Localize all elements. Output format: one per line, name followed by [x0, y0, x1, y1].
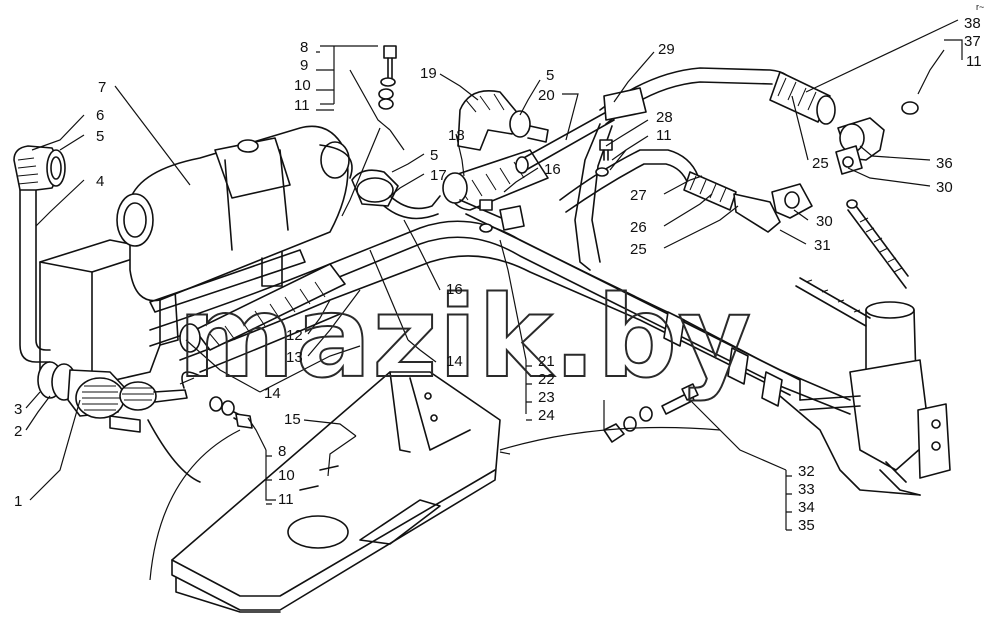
callout-11: 11 — [294, 97, 310, 114]
callout-labels: 1 2 3 4 5 6 7 8 9 10 11 19 5 20 29 38 37… — [14, 2, 984, 534]
leader-lines — [25, 19, 963, 530]
bolt-set — [603, 383, 699, 443]
parts-drawing — [13, 45, 951, 613]
fan-motor — [37, 361, 188, 433]
heater-box — [39, 239, 179, 389]
callout-33: 33 — [798, 481, 815, 498]
callout-14: 14 — [446, 353, 463, 370]
callout-15: 15 — [284, 411, 301, 428]
long-lines — [519, 239, 921, 496]
bracket-15 — [171, 371, 501, 613]
callout-31: 31 — [814, 237, 831, 254]
callout-10: 10 — [294, 77, 311, 94]
callout-35: 35 — [798, 517, 815, 534]
callout-10-b: 10 — [278, 467, 295, 484]
callout-30: 30 — [936, 179, 953, 196]
callout-38: 38 — [964, 15, 981, 32]
callout-21: 21 — [538, 353, 555, 370]
callout-19: 19 — [420, 65, 437, 82]
callout-25: 25 — [812, 155, 829, 172]
callout-17: 17 — [430, 167, 447, 184]
callout-6: 6 — [96, 107, 104, 124]
corner-mark: r~ — [976, 2, 984, 12]
callout-11-d: 11 — [278, 491, 294, 508]
bolt-top — [378, 45, 397, 110]
callout-11-c: 11 — [656, 127, 672, 144]
callout-30-b: 30 — [816, 213, 833, 230]
fuel-filter — [795, 277, 951, 496]
callout-24: 24 — [538, 407, 555, 424]
fuel-line — [846, 199, 909, 289]
callout-36: 36 — [936, 155, 953, 172]
left-pipe — [13, 145, 66, 363]
callout-5-b: 5 — [546, 67, 554, 84]
callout-brackets — [266, 51, 792, 531]
callout-13: 13 — [286, 349, 303, 366]
callout-3: 3 — [14, 401, 22, 418]
cab-floor-arc — [147, 371, 721, 581]
callout-34: 34 — [798, 499, 815, 516]
hose-19 — [457, 90, 615, 174]
callout-16: 16 — [544, 161, 561, 178]
callout-29: 29 — [658, 41, 675, 58]
bolt-bottom — [209, 396, 253, 429]
hose-bundle — [149, 220, 851, 415]
callout-25-b: 25 — [630, 241, 647, 258]
callout-8-b: 8 — [278, 443, 286, 460]
heater-cylinder — [116, 125, 353, 313]
small-bolts — [479, 139, 613, 233]
callout-22: 22 — [538, 371, 555, 388]
callout-4: 4 — [96, 173, 104, 190]
callout-18: 18 — [448, 127, 465, 144]
callout-16-b: 16 — [446, 281, 463, 298]
callout-5-c: 5 — [430, 147, 438, 164]
callout-23: 23 — [538, 389, 555, 406]
callout-20: 20 — [538, 87, 555, 104]
callout-27: 27 — [630, 187, 647, 204]
callout-11-b: 11 — [966, 53, 982, 70]
flange-36 — [835, 101, 919, 175]
callout-7: 7 — [98, 79, 106, 96]
callout-37: 37 — [964, 33, 981, 50]
callout-26: 26 — [630, 219, 647, 236]
callout-9: 9 — [300, 57, 308, 74]
callout-32: 32 — [798, 463, 815, 480]
callout-1: 1 — [14, 493, 22, 510]
callout-8: 8 — [300, 39, 308, 56]
callout-5: 5 — [96, 128, 104, 145]
pipe-27 — [559, 149, 813, 233]
callout-2: 2 — [14, 423, 22, 440]
callout-14-b: 14 — [264, 385, 281, 402]
pipe-29 — [574, 67, 836, 271]
callout-28: 28 — [656, 109, 673, 126]
callout-12: 12 — [286, 327, 303, 344]
watermark: mazik.by — [178, 273, 752, 403]
